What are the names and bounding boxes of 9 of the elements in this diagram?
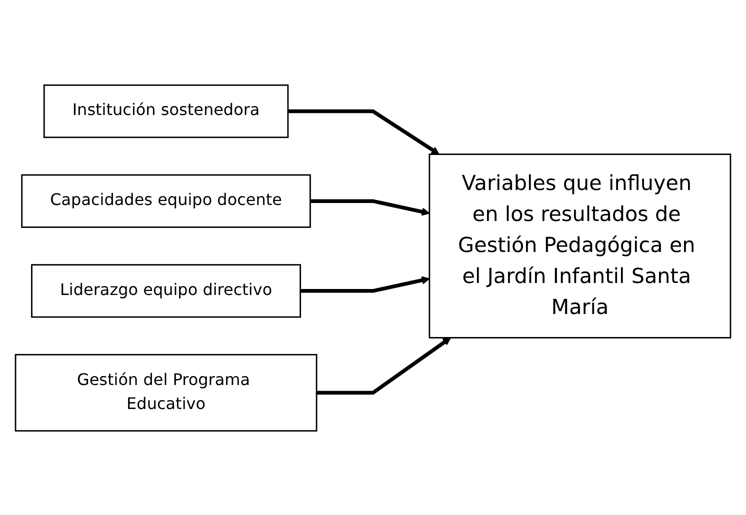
node-box: Variables que influyen en los resultados de Gestión Pedagógica en el Jardín Infantil Santa María — [428, 153, 732, 338]
node-box: Gestión del Programa Educativo — [14, 353, 318, 432]
node-box: Institución sostenedora — [43, 84, 289, 138]
arrow — [310, 198, 430, 216]
node-box: Capacidades equipo docente — [21, 174, 311, 228]
arrow — [288, 108, 440, 154]
arrow — [300, 276, 430, 292]
arrow — [316, 336, 451, 394]
node-box: Liderazgo equipo directivo — [31, 264, 302, 318]
